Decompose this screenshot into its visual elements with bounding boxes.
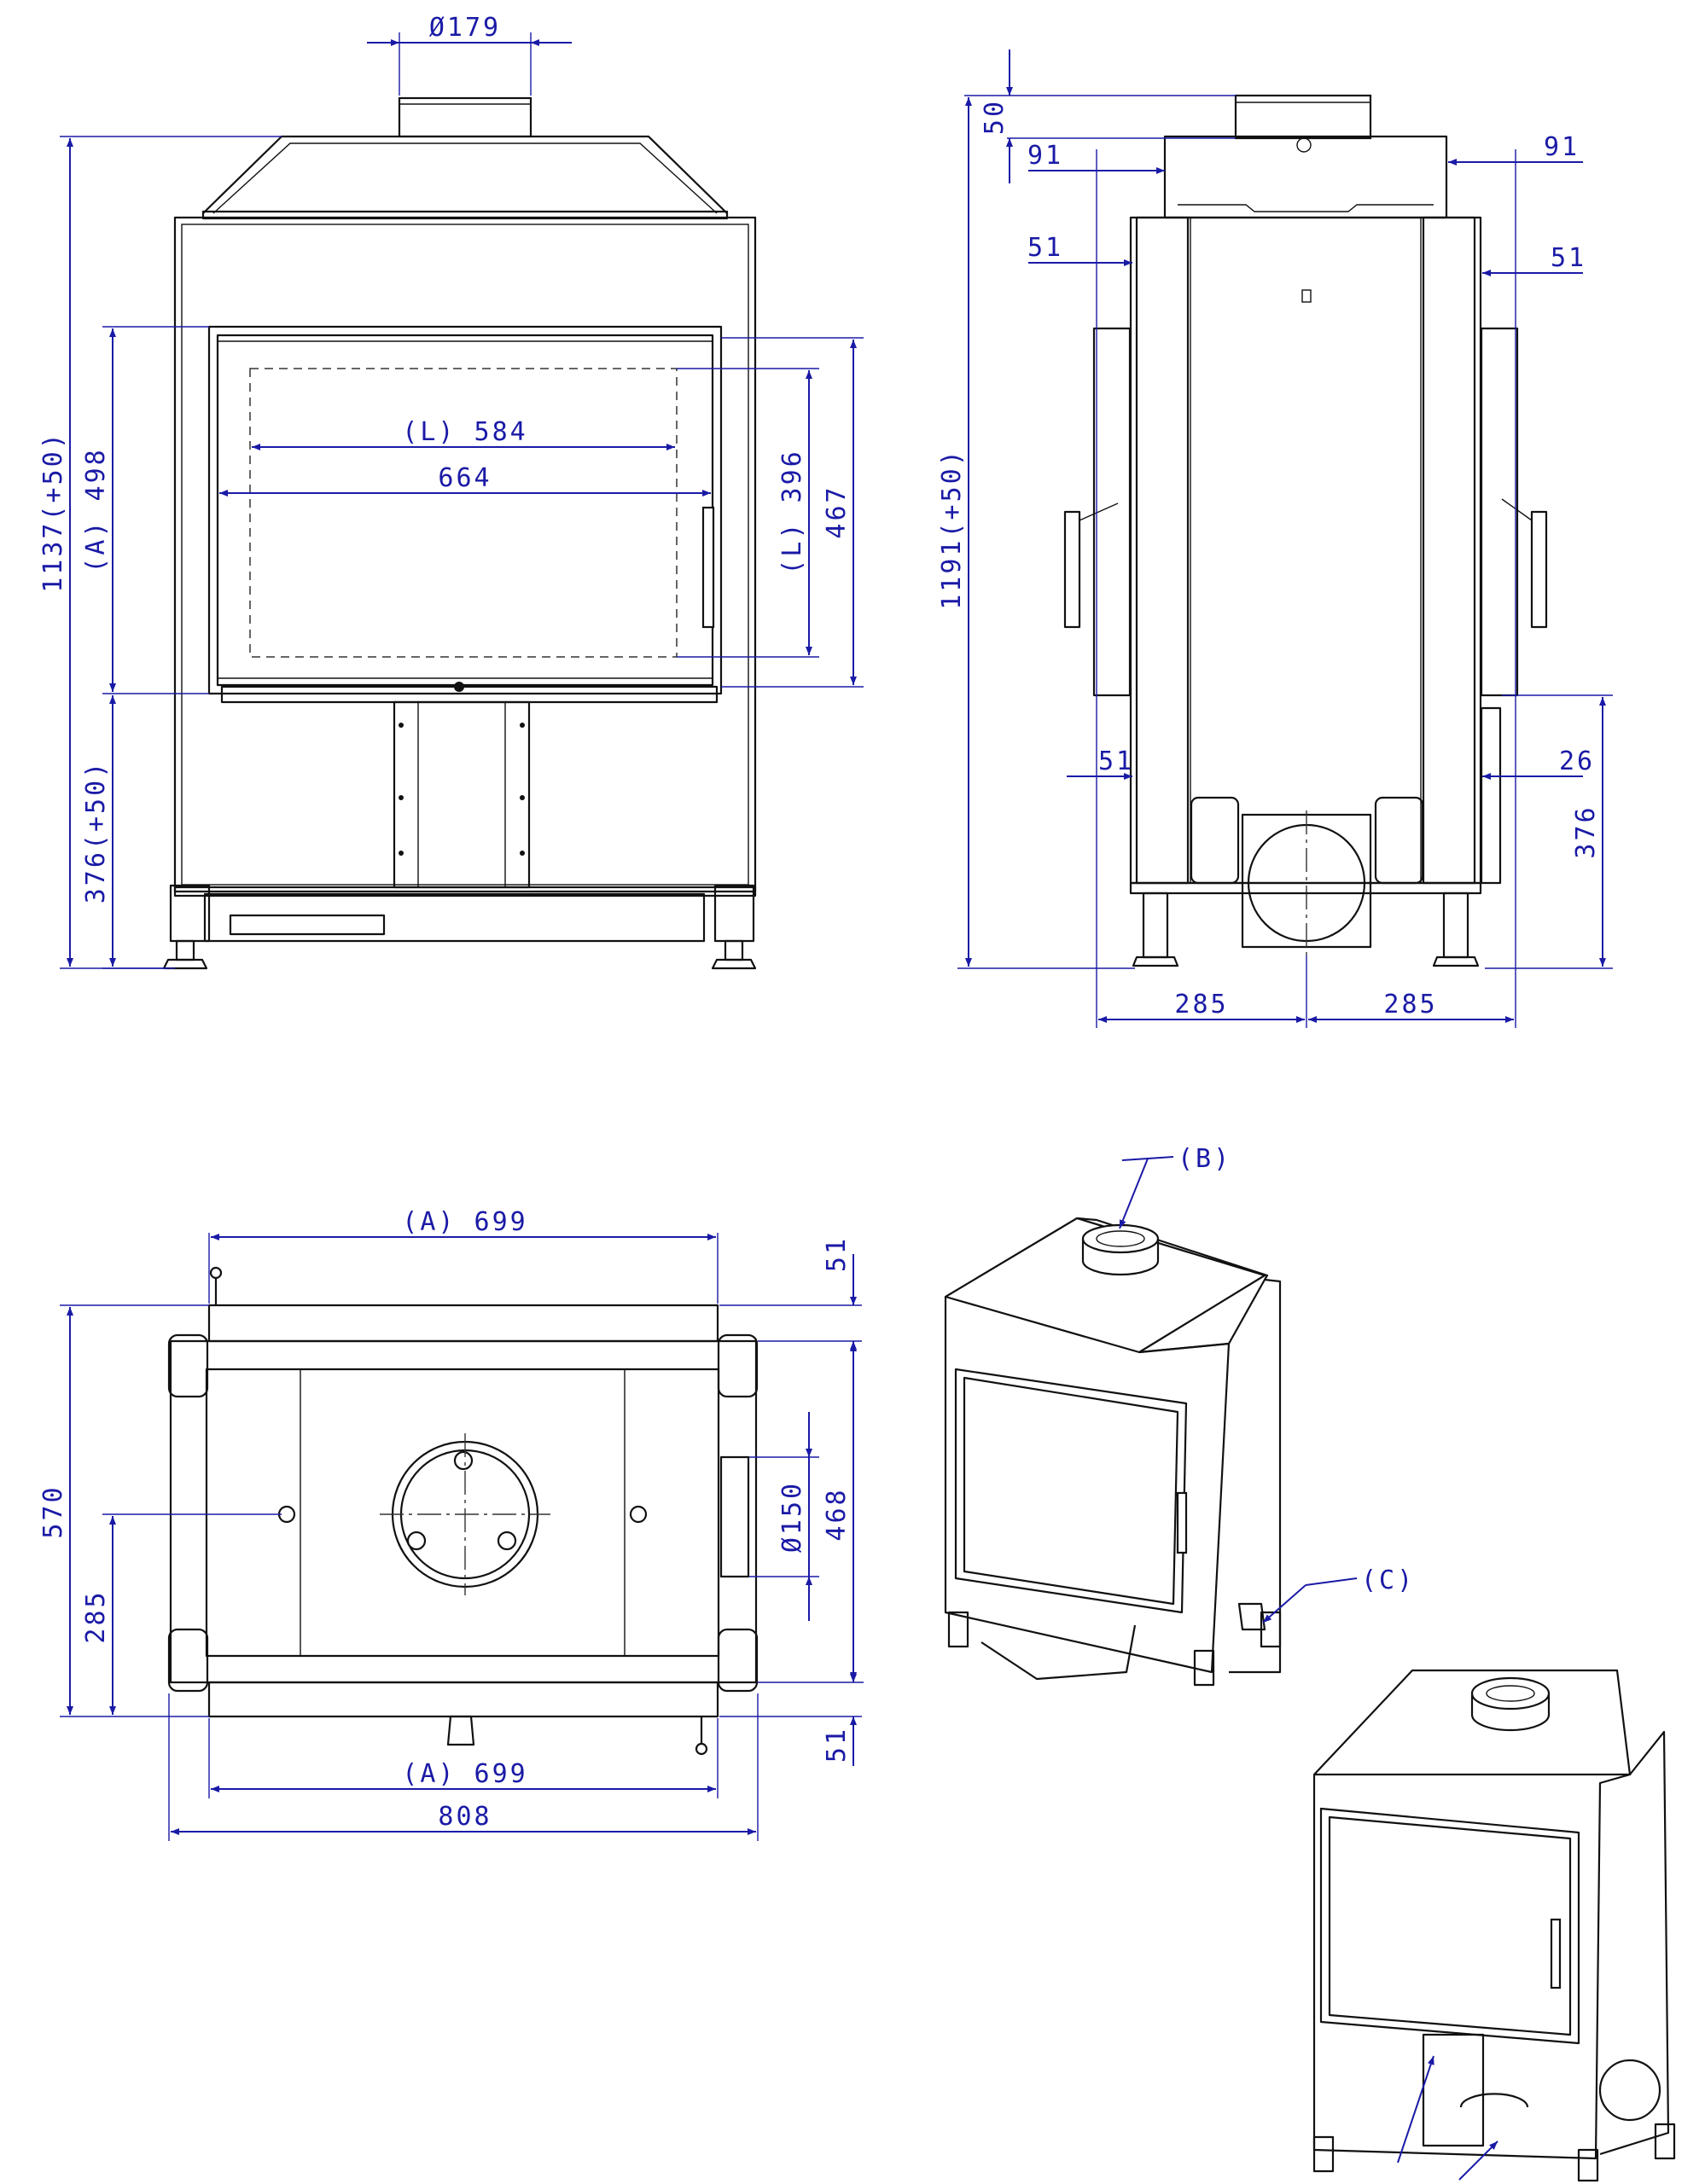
dim-top-depth: 570 xyxy=(38,1304,209,1717)
dim-top-a-width: (A) 699 xyxy=(208,1207,719,1304)
callout-b: (B) xyxy=(1119,1144,1231,1229)
dim-right-91: 91 xyxy=(1448,132,1583,1028)
dim-inner-depth: 468 xyxy=(758,1343,864,1683)
dim-l-width: (L) 584 xyxy=(252,417,675,450)
label-base-height: 376(+50) xyxy=(81,760,111,904)
label-right-51-top: 51 xyxy=(1551,243,1586,273)
label-left-91: 91 xyxy=(1027,141,1063,171)
label-left-51-bottom: 51 xyxy=(1098,746,1134,776)
dim-top-right-51-bottom: 51 xyxy=(719,1638,862,1766)
dim-top-offset: 50 xyxy=(964,49,1236,183)
label-top-right-51: 51 xyxy=(822,1236,852,1272)
dim-a-height: (A) 498 xyxy=(81,326,209,694)
dim-total-height: 1137(+50) xyxy=(38,136,282,969)
dim-flue-diameter: Ø179 xyxy=(367,13,572,96)
label-half-depth-left: 285 xyxy=(1174,990,1228,1019)
label-front-total-height: 1137(+50) xyxy=(38,431,68,593)
dim-left-91: 91 xyxy=(1027,141,1165,1028)
label-top-offset: 50 xyxy=(980,99,1010,135)
label-top-right-51-bottom: 51 xyxy=(822,1727,852,1763)
label-bottom-a-width: (A) 699 xyxy=(402,1759,527,1789)
dim-right-26: 26 xyxy=(1482,746,1595,780)
label-outlet-diameter: Ø150 xyxy=(777,1481,807,1553)
dim-outlet-diameter: Ø150 xyxy=(749,1412,819,1621)
dim-half-depth: 285 285 xyxy=(1098,956,1514,1028)
dim-glass-width: 664 xyxy=(219,463,711,497)
label-right-91: 91 xyxy=(1544,132,1580,162)
label-l-width: (L) 584 xyxy=(402,417,527,447)
iso-view-2 xyxy=(1312,1669,1676,2182)
label-left-51-top: 51 xyxy=(1027,233,1063,263)
label-callout-c: (C) xyxy=(1361,1565,1415,1595)
dim-left-51-bottom: 51 xyxy=(1067,746,1134,780)
dim-top-half-depth: 285 xyxy=(81,1513,282,1715)
label-glass-width: 664 xyxy=(438,463,492,493)
callout-c: (C) xyxy=(1262,1565,1415,1623)
dim-right-376: 376 xyxy=(1485,694,1613,969)
label-l-height: (L) 396 xyxy=(777,449,807,574)
top-view: (A) 699 51 570 285 xyxy=(38,1207,864,1841)
dim-side-total-height: 1191(+50) xyxy=(937,97,1135,969)
label-top-a-width: (A) 699 xyxy=(402,1207,527,1237)
label-a-height: (A) 498 xyxy=(81,447,111,572)
iso-view-1: (B) (C) xyxy=(944,1144,1415,1687)
label-half-depth-right: 285 xyxy=(1383,990,1437,1019)
side-view: 50 1191(+50) 91 91 51 xyxy=(937,49,1613,1028)
label-top-depth: 570 xyxy=(38,1484,68,1538)
label-right-376: 376 xyxy=(1571,804,1601,858)
dim-total-width: 808 xyxy=(168,1693,759,1841)
label-glass-height: 467 xyxy=(822,485,852,538)
label-total-width: 808 xyxy=(438,1802,492,1832)
dim-bottom-a-width: (A) 699 xyxy=(208,1718,719,1798)
dim-left-51-top: 51 xyxy=(1027,233,1132,266)
label-top-half-depth: 285 xyxy=(81,1589,111,1643)
front-view: Ø179 1137(+50) (A) 498 376(+50) (L) 584 xyxy=(38,13,864,970)
dim-top-right-51: 51 xyxy=(719,1236,862,1391)
label-flue-diameter: Ø179 xyxy=(429,13,501,43)
dim-glass-height: 467 xyxy=(721,337,864,688)
label-inner-depth: 468 xyxy=(822,1487,852,1541)
dim-right-51-top: 51 xyxy=(1482,243,1586,276)
dim-base-height: 376(+50) xyxy=(81,695,166,969)
label-right-26: 26 xyxy=(1559,746,1595,776)
dim-l-height: (L) 396 xyxy=(677,368,819,658)
label-side-total-height: 1191(+50) xyxy=(937,448,967,610)
label-callout-b: (B) xyxy=(1178,1144,1231,1174)
